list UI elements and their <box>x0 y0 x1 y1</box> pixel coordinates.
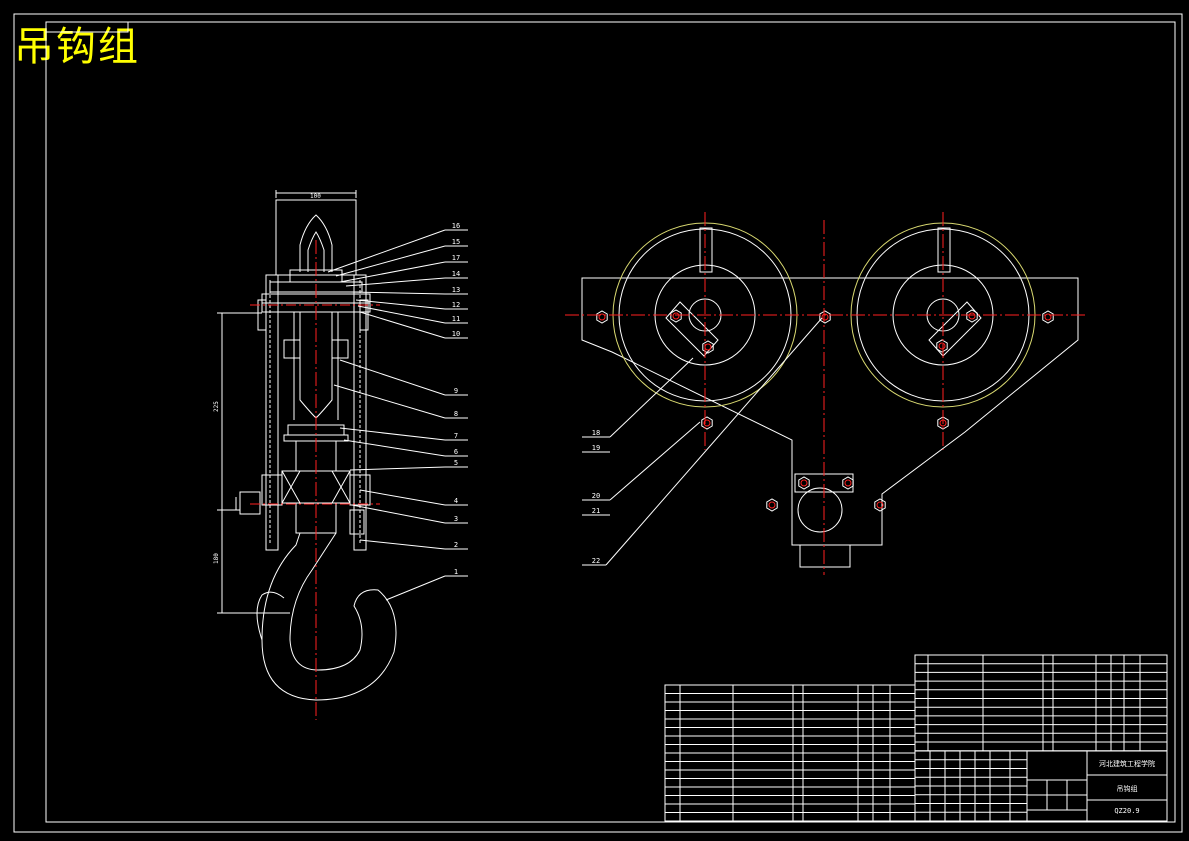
callout-5: 5 <box>454 459 458 467</box>
side-view: 225 180 100 <box>213 190 397 701</box>
callout-15: 15 <box>452 238 460 246</box>
svg-text:180: 180 <box>213 553 220 564</box>
parts-list-lower <box>664 684 916 822</box>
callout-22: 22 <box>592 557 600 565</box>
inner-frame <box>45 21 1176 823</box>
callout-12: 12 <box>452 301 460 309</box>
parts-list-upper <box>914 654 1168 752</box>
callout-16: 16 <box>452 222 460 230</box>
side-view-centerlines <box>250 240 380 720</box>
callout-21: 21 <box>592 507 600 515</box>
outer-frame <box>13 13 1183 833</box>
callout-4: 4 <box>454 497 458 505</box>
callout-6: 6 <box>454 448 458 456</box>
callout-9: 9 <box>454 387 458 395</box>
front-view <box>581 222 1079 568</box>
title-block-code: QZ20.9 <box>1114 807 1139 815</box>
callout-17: 17 <box>452 254 460 262</box>
callout-10: 10 <box>452 330 460 338</box>
callout-14: 14 <box>452 270 460 278</box>
callout-3: 3 <box>454 515 458 523</box>
code-box <box>45 21 129 33</box>
side-callout-labels: 16 15 17 14 13 12 11 10 9 8 7 6 5 4 3 2 1 <box>452 222 460 576</box>
title-block <box>914 750 1168 822</box>
callout-2: 2 <box>454 541 458 549</box>
callout-7: 7 <box>454 432 458 440</box>
front-callout-labels: 18 19 20 21 22 <box>592 429 600 565</box>
callout-20: 20 <box>592 492 600 500</box>
callout-13: 13 <box>452 286 460 294</box>
callout-18: 18 <box>592 429 600 437</box>
title-block-school: 河北建筑工程学院 <box>1099 759 1155 768</box>
svg-text:225: 225 <box>213 401 220 412</box>
callout-1: 1 <box>454 568 458 576</box>
callout-19: 19 <box>592 444 600 452</box>
side-view-leaders <box>327 229 468 601</box>
callout-8: 8 <box>454 410 458 418</box>
title-block-name: 吊钩组 <box>1117 784 1138 793</box>
callout-11: 11 <box>452 315 460 323</box>
front-view-centerlines <box>565 212 1085 575</box>
svg-text:100: 100 <box>310 193 321 200</box>
